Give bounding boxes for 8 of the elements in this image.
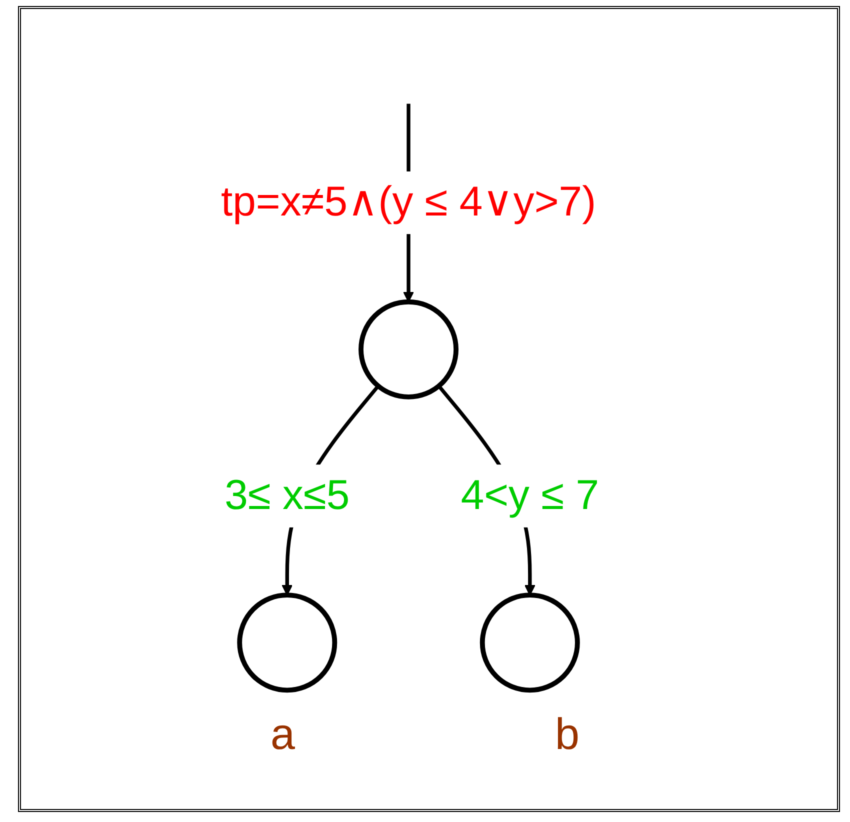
branch-label: b [555, 710, 580, 760]
edge-label: 3≤ x≤5 [224, 472, 350, 519]
node-circle [237, 592, 338, 693]
node-circle [480, 592, 580, 693]
edge-label: 4<y ≤ 7 [460, 472, 599, 519]
edge-label: tp=x≠5∧(y ≤ 4∨y>7) [221, 178, 596, 226]
node-circle [358, 299, 459, 400]
branch-label: a [270, 710, 295, 760]
